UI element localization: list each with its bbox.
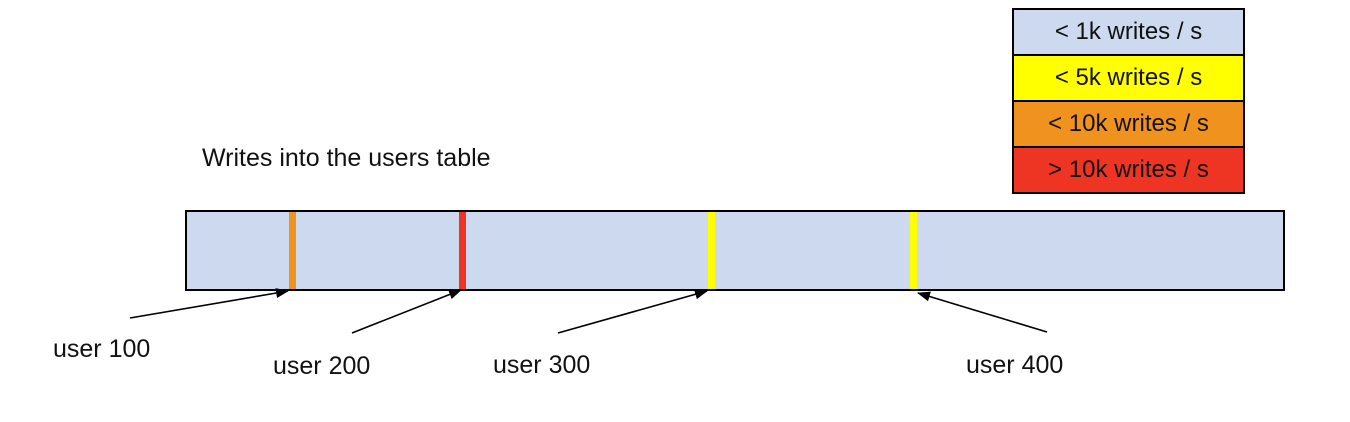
write-hotspot-stripe — [459, 212, 466, 289]
legend-item: > 10k writes / s — [1014, 146, 1243, 192]
marker-label: user 200 — [273, 352, 371, 380]
legend-item: < 10k writes / s — [1014, 100, 1243, 146]
write-hotspot-stripe — [289, 212, 296, 289]
marker-label: user 100 — [53, 335, 151, 363]
marker-arrow — [351, 289, 462, 334]
legend: < 1k writes / s< 5k writes / s< 10k writ… — [1012, 8, 1245, 194]
marker-label: user 400 — [966, 351, 1064, 379]
diagram-title: Writes into the users table — [202, 144, 491, 172]
marker-arrow — [917, 291, 1048, 333]
marker-label: user 300 — [493, 351, 591, 379]
legend-item: < 1k writes / s — [1014, 10, 1243, 54]
legend-item: < 5k writes / s — [1014, 54, 1243, 100]
marker-arrow — [129, 288, 289, 319]
write-hotspot-stripe — [910, 212, 917, 289]
write-hotspot-stripe — [708, 212, 715, 289]
users-table-bar — [185, 210, 1285, 291]
marker-arrow — [557, 289, 708, 334]
